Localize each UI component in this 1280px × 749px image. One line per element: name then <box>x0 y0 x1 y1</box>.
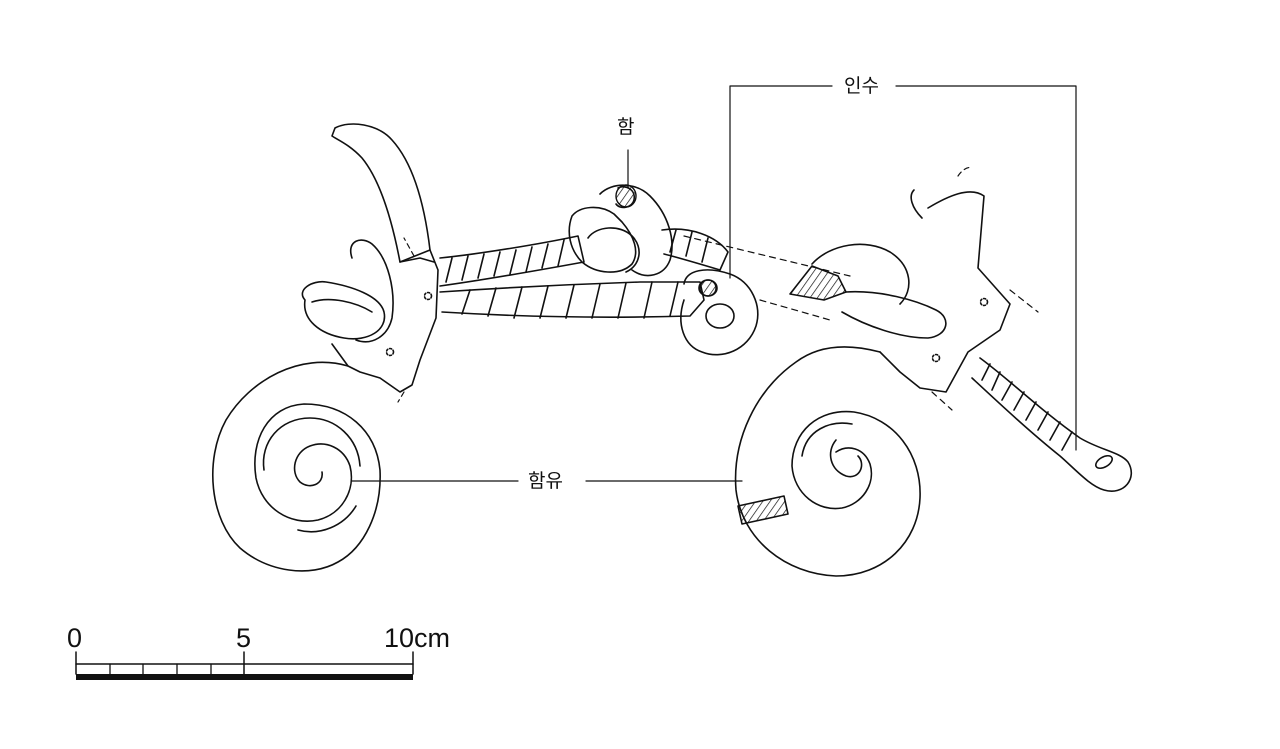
label-insu: 인수 <box>838 75 885 97</box>
scale-tick-label-5: 5 <box>236 623 252 653</box>
left-cheekpiece <box>212 123 439 572</box>
leader-lines <box>351 85 1077 482</box>
mouthpiece-bit <box>439 184 851 356</box>
scale-tick-label-0: 0 <box>67 623 83 653</box>
label-ham: 함 <box>611 116 641 138</box>
scale-bar <box>75 651 414 680</box>
label-hamyu: 함유 <box>522 470 569 492</box>
right-cheekpiece <box>734 166 1133 577</box>
scale-tick-label-10cm: 10cm <box>384 623 451 653</box>
